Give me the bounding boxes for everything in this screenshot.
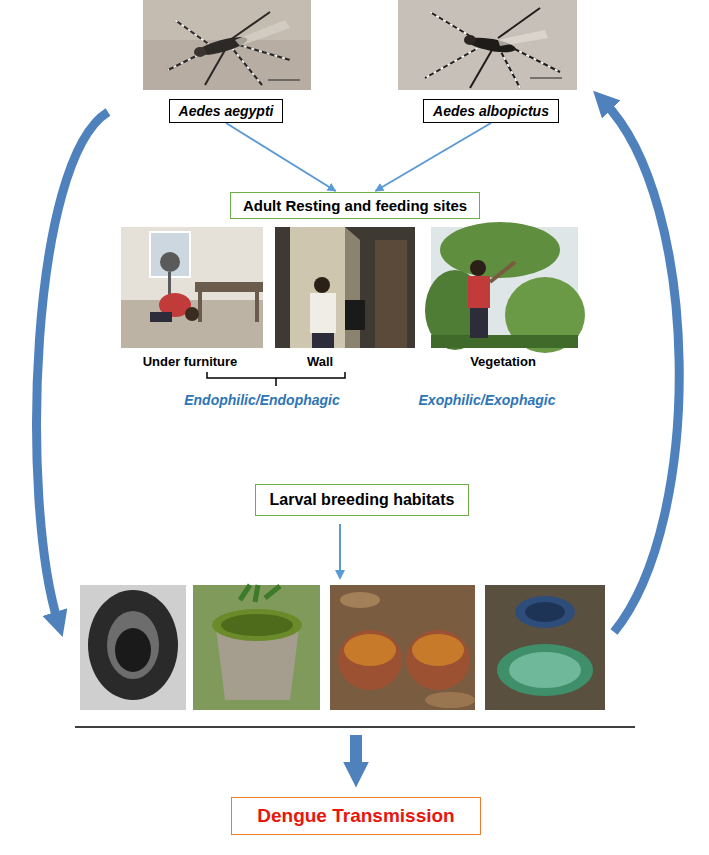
mosquito-photo [398, 0, 577, 90]
behaviour-label: Exophilic/Exophagic [419, 392, 556, 408]
box-text: Dengue Transmission [257, 805, 454, 827]
breeding-habitat-photo [330, 585, 475, 710]
outcome-box: Dengue Transmission [231, 797, 481, 835]
behaviour-label: Endophilic/Endophagic [184, 392, 340, 408]
separator-line [75, 726, 635, 728]
box-text: Aedes aegypti [179, 103, 274, 119]
flow-arrow [375, 123, 491, 191]
resting-site-photo [425, 222, 585, 353]
cycle-arrow [604, 102, 679, 632]
mosquito-photo [143, 0, 311, 90]
flow-arrow [339, 524, 341, 578]
photo-label: Vegetation [470, 354, 536, 369]
resting-site-photo [121, 227, 263, 348]
species-caption-box: Aedes aegypti [169, 99, 284, 123]
cycle-arrow [37, 112, 108, 622]
photo-label: Under furniture [143, 354, 238, 369]
breeding-habitat-photo [80, 585, 186, 710]
photo-label: Wall [307, 354, 333, 369]
box-text: Aedes albopictus [433, 103, 549, 119]
bracket [207, 372, 345, 386]
breeding-habitat-photo [193, 585, 320, 710]
box-text: Larval breeding habitats [270, 491, 455, 509]
stage-box: Larval breeding habitats [255, 484, 470, 516]
flow-arrow [350, 735, 362, 772]
breeding-habitat-photo [485, 585, 605, 710]
species-caption-box: Aedes albopictus [423, 99, 559, 123]
stage-box: Adult Resting and feeding sites [230, 192, 480, 219]
resting-site-photo [275, 227, 415, 348]
flow-arrow [226, 123, 336, 191]
box-text: Adult Resting and feeding sites [243, 197, 467, 214]
